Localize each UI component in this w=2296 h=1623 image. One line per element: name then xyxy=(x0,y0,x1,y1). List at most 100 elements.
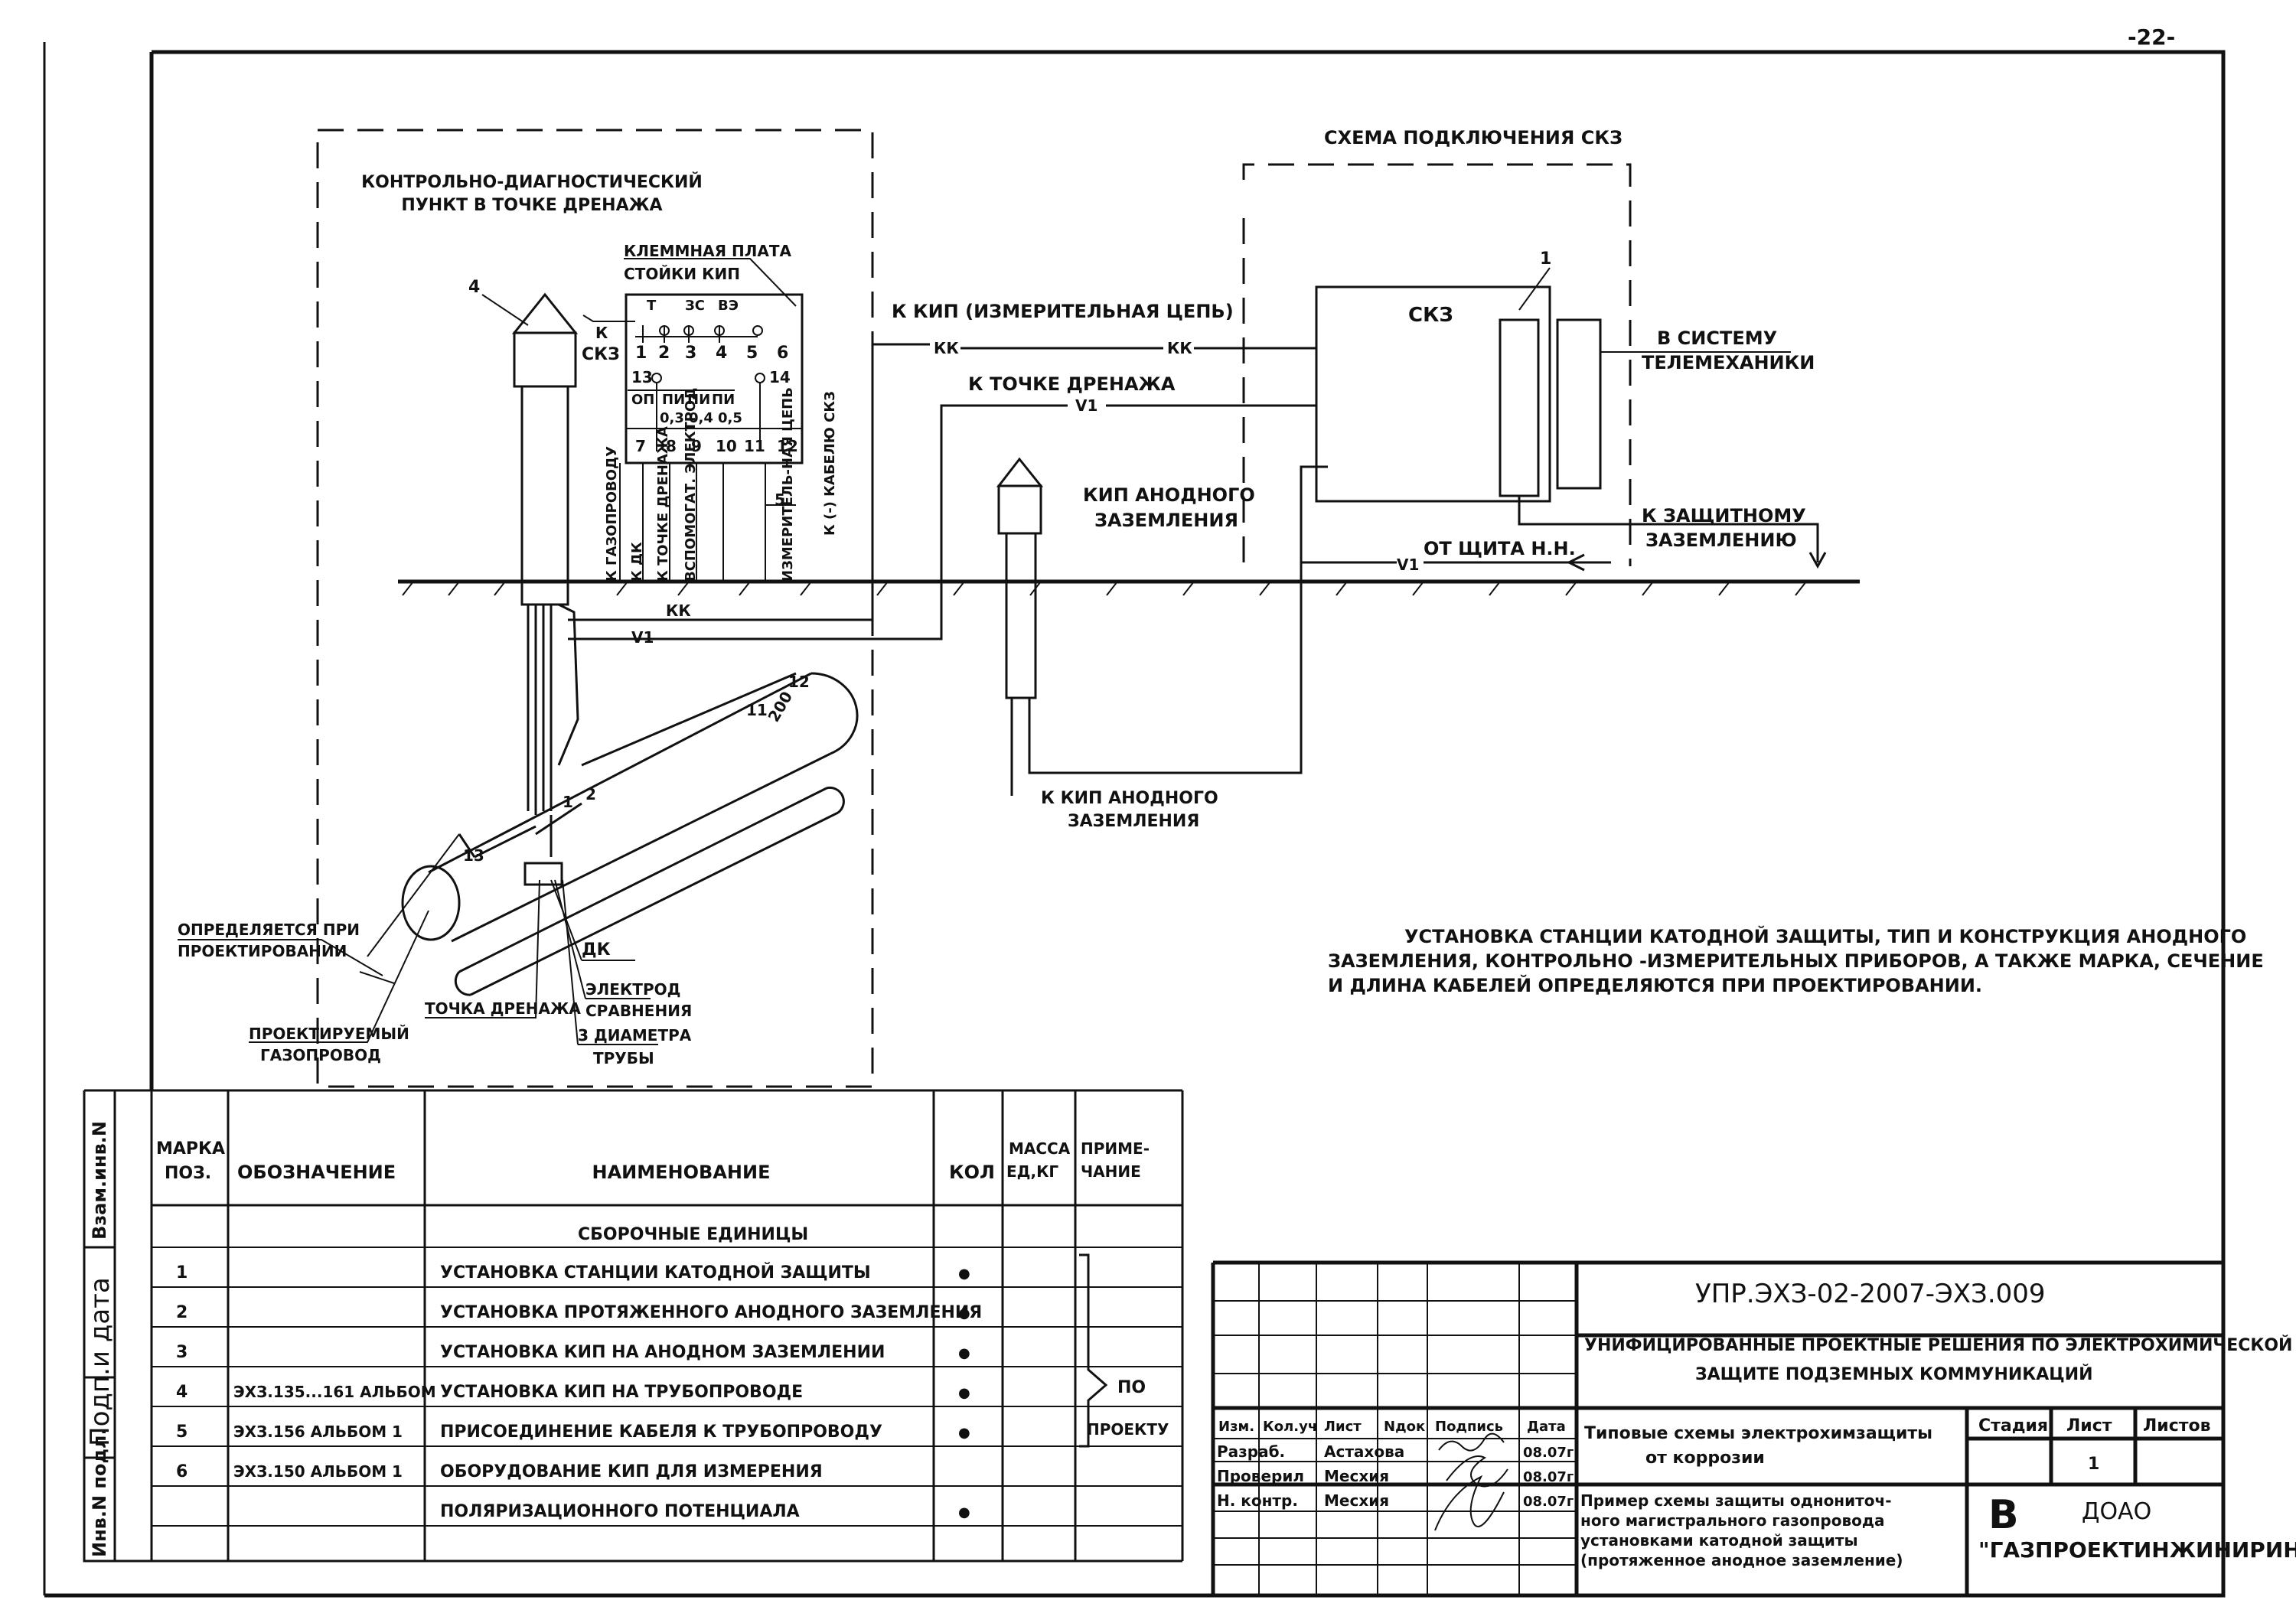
svg-text:1: 1 xyxy=(635,344,647,363)
drain-cable-links xyxy=(458,672,797,859)
spec-rows: 1 УСТАНОВКА СТАНЦИИ КАТОДНОЙ ЗАЩИТЫ ● 2 … xyxy=(176,1263,982,1521)
svg-text:08.07г: 08.07г xyxy=(1523,1469,1574,1485)
page-number: -22- xyxy=(2128,24,2175,50)
svg-text:Дата: Дата xyxy=(1527,1419,1566,1435)
kip-anode-leads xyxy=(1010,465,1328,796)
pos-12: 12 xyxy=(788,673,810,691)
svg-text:Проверил: Проверил xyxy=(1217,1467,1304,1485)
panel-supply-arrow xyxy=(1566,553,1611,572)
svg-text:Астахова: Астахова xyxy=(1324,1442,1404,1461)
title-line2: ЗАЩИТЕ ПОДЗЕМНЫХ КОММУНИКАЦИЙ xyxy=(1695,1364,2093,1384)
board-skz-lead xyxy=(582,314,635,322)
kip-anode-post xyxy=(1005,532,1037,699)
kdp-title-line1: КОНТРОЛЬНО-ДИАГНОСТИЧЕСКИЙ xyxy=(361,172,703,192)
svg-text:Инв.N подл.: Инв.N подл. xyxy=(89,1428,110,1557)
protective-ground-arrow xyxy=(1808,552,1827,569)
table-row-pos: 1 xyxy=(176,1263,188,1282)
diam-line2: ТРУБЫ xyxy=(593,1049,654,1067)
spec-header-name: НАИМЕНОВАНИЕ xyxy=(592,1162,771,1183)
spec-header-note-1: ПРИМЕ- xyxy=(1081,1139,1150,1158)
desc-line3: установками катодной защиты xyxy=(1580,1531,1858,1550)
svg-text:ИЗМЕРИТЕЛЬ-НАЯ ЦЕПЬ: ИЗМЕРИТЕЛЬ-НАЯ ЦЕПЬ xyxy=(780,387,796,582)
wire-kk-underground xyxy=(568,343,930,621)
anode-grounding-strip xyxy=(454,786,845,996)
sheet-label: Лист xyxy=(2066,1416,2112,1436)
table-row-qty: ● xyxy=(958,1266,970,1282)
svg-text:Nдок: Nдок xyxy=(1384,1419,1425,1435)
wire-v1-label-1: V1 xyxy=(631,628,654,647)
telemech-box xyxy=(1556,318,1602,490)
svg-text:Изм.: Изм. xyxy=(1218,1419,1254,1435)
skz-station-box xyxy=(1315,285,1551,503)
svg-text:08.07г: 08.07г xyxy=(1523,1494,1574,1510)
svg-text:К ГАЗОПРОВОДУ: К ГАЗОПРОВОДУ xyxy=(604,446,620,582)
spec-header-designation: ОБОЗНАЧЕНИЕ xyxy=(237,1162,396,1183)
table-row-qty: ● xyxy=(958,1385,970,1401)
pos-13: 13 xyxy=(463,846,484,865)
drain-point-leader xyxy=(425,879,540,1018)
svg-text:9: 9 xyxy=(691,437,702,455)
table-row-name: ПРИСОЕДИНЕНИЕ КАБЕЛЯ К ТРУБОПРОВОДУ xyxy=(440,1423,882,1442)
board-mid-labels: ОП ПИ ПИ ПИ 0,3 0,4 0,5 xyxy=(631,392,742,426)
note-line2: ЗАЗЕМЛЕНИЯ, КОНТРОЛЬНО -ИЗМЕРИТЕЛЬНЫХ ПР… xyxy=(1328,950,2264,972)
skz-pos-1-leader xyxy=(1518,267,1551,311)
svg-text:10: 10 xyxy=(716,437,737,455)
table-row-qty: ● xyxy=(958,1305,970,1322)
designed-line1: ПРОЕКТИРУЕМЫЙ xyxy=(249,1025,409,1043)
board-vertical-labels: К ГАЗОПРОВОДУ К ДК К ТОЧКЕ ДРЕНАЖА ВСПОМ… xyxy=(604,387,796,582)
spec-header-mass-1: МАССА xyxy=(1009,1139,1071,1158)
ground-line1: К ЗАЩИТНОМУ xyxy=(1642,505,1806,526)
defined-line2: ПРОЕКТИРОВАНИИ xyxy=(178,942,347,960)
board-title-line2: СТОЙКИ КИП xyxy=(624,265,740,283)
desc-line1: Пример схемы защиты однониточ- xyxy=(1580,1491,1892,1510)
svg-text:ПИ: ПИ xyxy=(662,392,685,408)
diam-leader xyxy=(562,879,658,1045)
org-line2: "ГАЗПРОЕКТИНЖИНИРИНГ" xyxy=(1978,1537,2296,1563)
drain-point-label: ТОЧКА ДРЕНАЖА xyxy=(425,999,581,1018)
table-row-name: ОБОРУДОВАНИЕ КИП ДЛЯ ИЗМЕРЕНИЯ xyxy=(440,1462,823,1481)
pos-4-leader xyxy=(481,294,529,326)
terminal-board xyxy=(625,293,804,464)
svg-text:11: 11 xyxy=(744,437,765,455)
svg-text:12: 12 xyxy=(777,437,798,455)
table-row-pos: 4 xyxy=(176,1383,188,1402)
table-row-qty: ● xyxy=(958,1425,970,1441)
board-top-links xyxy=(635,325,758,343)
electrode-leader xyxy=(554,879,651,999)
panel-supply-label: ОТ ЩИТА Н.Н. xyxy=(1424,538,1576,559)
to-kip-anode-line1: К КИП АНОДНОГО xyxy=(1041,789,1218,808)
svg-text:6: 6 xyxy=(777,344,788,363)
dim-200: 200 xyxy=(765,688,797,725)
svg-text:0,5: 0,5 xyxy=(718,410,742,426)
board-from-skz: СКЗ xyxy=(582,345,620,364)
board-right-number: 5 xyxy=(775,490,785,509)
svg-text:ПИ: ПИ xyxy=(687,392,710,408)
board-from-skz-k: К xyxy=(595,324,608,342)
to-drain-label: К ТОЧКЕ ДРЕНАЖА xyxy=(968,373,1176,395)
skz-scheme-dashed-border xyxy=(1242,163,1632,566)
telemech-line1: В СИСТЕМУ xyxy=(1657,328,1777,349)
skz-inner-unit xyxy=(1499,318,1540,497)
wire-kk-label-2: КК xyxy=(934,339,959,357)
kip-column-cap xyxy=(511,292,579,334)
designed-line2: ГАЗОПРОВОД xyxy=(260,1046,381,1064)
spec-header-note-2: ЧАНИЕ xyxy=(1081,1162,1141,1181)
stage-label: Стадия xyxy=(1978,1416,2048,1436)
board-top-labels: Т ЗС ВЭ xyxy=(647,298,739,314)
signature-marks xyxy=(1434,1432,1508,1531)
svg-text:К ТОЧКЕ ДРЕНАЖА: К ТОЧКЕ ДРЕНАЖА xyxy=(655,426,671,582)
pos-11: 11 xyxy=(746,701,768,719)
board-right-label: К (-) КАБЕЛЮ СКЗ xyxy=(822,391,838,536)
spec-note-brace xyxy=(1079,1253,1108,1448)
table-row-qty: ● xyxy=(958,1345,970,1361)
spec-note-line1: ПО xyxy=(1117,1378,1146,1397)
table-row-name: УСТАНОВКА ПРОТЯЖЕННОГО АНОДНОГО ЗАЗЕМЛЕН… xyxy=(440,1303,982,1322)
svg-text:Т: Т xyxy=(647,298,657,314)
board-title-line1: КЛЕММНАЯ ПЛАТА xyxy=(624,242,791,260)
desc-line4: (протяженное анодное заземление) xyxy=(1580,1551,1903,1569)
electrode-line2: СРАВНЕНИЯ xyxy=(585,1002,692,1020)
table-row-name: УСТАНОВКА КИП НА ТРУБОПРОВОДЕ xyxy=(440,1383,803,1402)
svg-text:2: 2 xyxy=(658,344,670,363)
svg-text:Н. контр.: Н. контр. xyxy=(1217,1491,1298,1510)
pipeline-cross-section xyxy=(401,865,461,941)
